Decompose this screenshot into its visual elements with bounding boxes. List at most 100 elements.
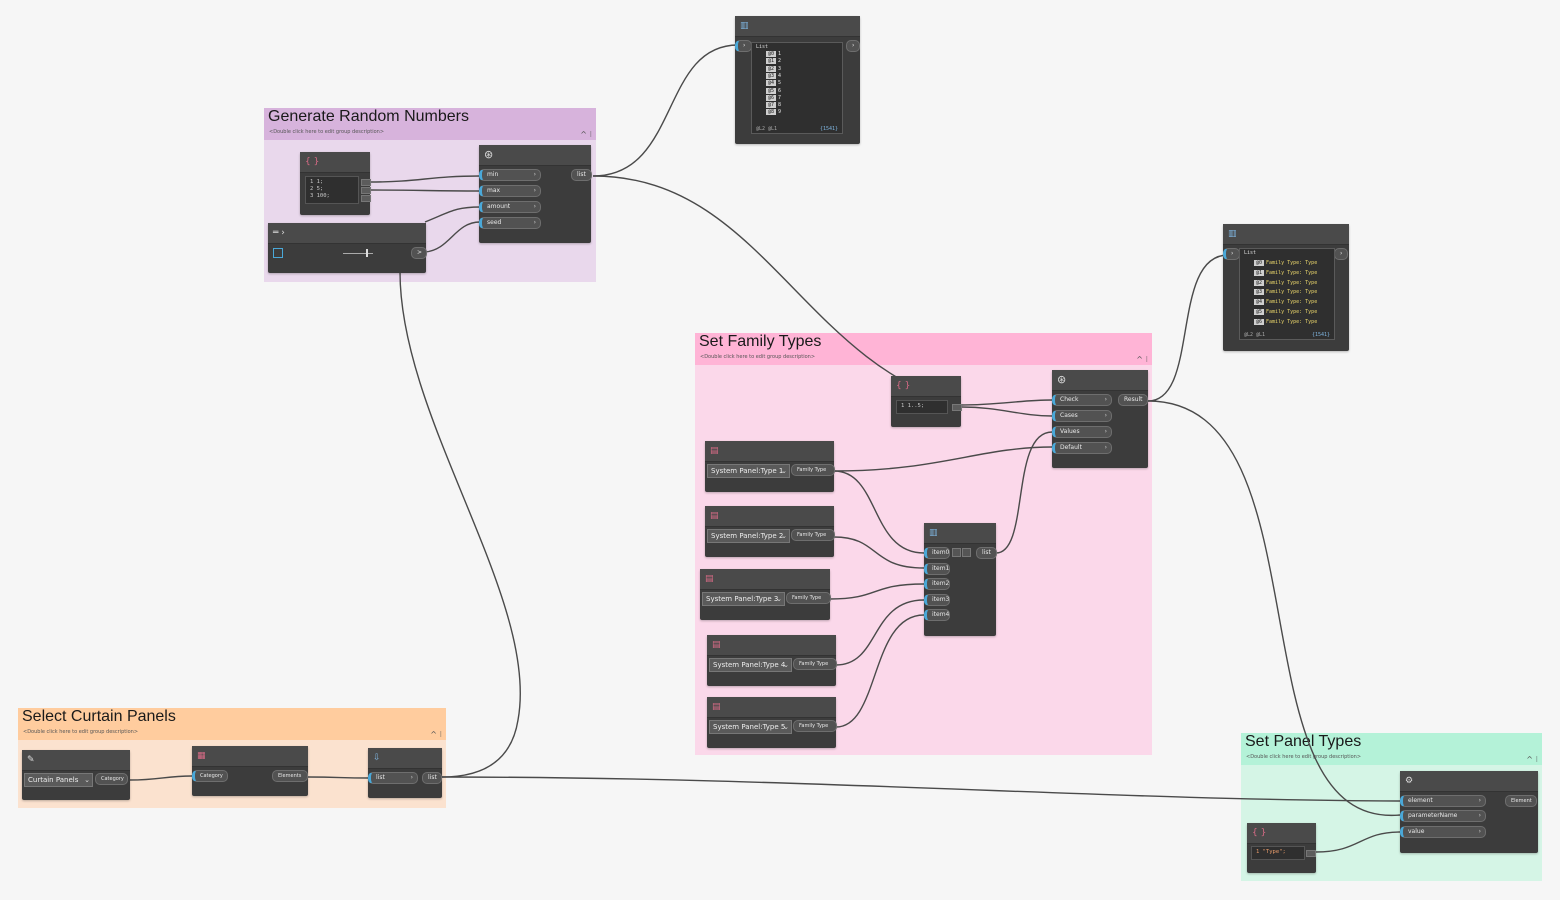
output-port-elements[interactable]: Elements <box>272 770 308 782</box>
all-elements-node[interactable]: ▦ Category Elements <box>192 746 308 796</box>
input-port[interactable]: › <box>735 40 752 52</box>
input-port-list[interactable]: list› <box>368 772 418 784</box>
group-title[interactable]: Set Panel Types <box>1245 733 1362 750</box>
set-parameter-node[interactable]: ⚙ element› parameterName› value› Element <box>1400 771 1538 853</box>
input-port-min[interactable]: min› <box>479 169 541 181</box>
output-port[interactable]: Family Type <box>793 658 837 670</box>
input-port-check[interactable]: Check› <box>1052 394 1112 406</box>
code-editor[interactable]: 1 "Type"; <box>1251 846 1305 860</box>
group-description[interactable]: <Double click here to edit group descrip… <box>700 354 816 360</box>
integer-slider-node[interactable]: ═ › > <box>268 223 427 273</box>
switch-node[interactable]: ⊛ Check› Cases› Values› Default› Result <box>1052 370 1148 468</box>
collapse-icon[interactable]: ^ ⁝ <box>580 130 592 139</box>
input-port-seed[interactable]: seed› <box>479 217 541 229</box>
input-port-item2[interactable]: item2 <box>924 578 950 590</box>
output-port[interactable]: Family Type <box>793 720 837 732</box>
group-description[interactable]: <Double click here to edit group descrip… <box>269 129 385 135</box>
family-type-node-1[interactable]: ▤ System Panel:Type 1⌄ Family Type <box>705 441 835 492</box>
family-type-node-4[interactable]: ▤ System Panel:Type 4⌄ Family Type <box>707 635 837 686</box>
code-block-node[interactable]: { } 1 1; 2 5; 3 100; <box>300 152 371 215</box>
code-block-node[interactable]: { } 1 "Type"; <box>1247 823 1316 873</box>
collapse-icon[interactable]: ^ ⁝ <box>1526 755 1538 764</box>
node-header[interactable]: ▥ <box>924 523 996 544</box>
input-port-value[interactable]: value› <box>1400 826 1486 838</box>
family-type-node-2[interactable]: ▤ System Panel:Type 2⌄ Family Type <box>705 506 835 557</box>
collapse-icon[interactable]: ^ ⁝ <box>430 730 442 739</box>
slider-thumb[interactable] <box>366 249 368 257</box>
input-port-parametername[interactable]: parameterName› <box>1400 810 1486 822</box>
input-port-item0[interactable]: item0 <box>924 547 950 559</box>
input-port-category[interactable]: Category <box>192 770 228 782</box>
output-port[interactable] <box>361 187 371 194</box>
family-type-dropdown[interactable]: System Panel:Type 4⌄ <box>709 658 792 672</box>
code-block-node[interactable]: { } 1 1..5; <box>891 376 962 427</box>
output-port[interactable]: Family Type <box>791 529 835 541</box>
group-title[interactable]: Set Family Types <box>699 333 822 350</box>
node-header[interactable]: { } <box>300 152 370 173</box>
family-type-dropdown[interactable]: System Panel:Type 2⌄ <box>707 529 790 543</box>
input-port-max[interactable]: max› <box>479 185 541 197</box>
output-port[interactable]: › <box>846 40 860 52</box>
group-title[interactable]: Select Curtain Panels <box>22 708 176 725</box>
node-header[interactable]: ═ › <box>268 223 426 244</box>
input-port-item1[interactable]: item1 <box>924 563 950 575</box>
output-port-list[interactable]: list <box>571 169 592 181</box>
node-header[interactable]: ▥ <box>1223 224 1349 245</box>
output-port-list[interactable]: list <box>976 547 997 559</box>
slider-track[interactable] <box>343 253 373 254</box>
input-port-default[interactable]: Default› <box>1052 442 1112 454</box>
output-port[interactable] <box>952 404 962 411</box>
output-port[interactable]: Family Type <box>791 464 835 476</box>
output-port[interactable] <box>1306 850 1316 857</box>
input-port-amount[interactable]: amount› <box>479 201 541 213</box>
category-dropdown[interactable]: Curtain Panels⌄ <box>24 773 93 787</box>
family-type-node-3[interactable]: ▤ System Panel:Type 3⌄ Family Type <box>700 569 831 620</box>
node-header[interactable]: ▤ <box>700 569 830 590</box>
node-header[interactable]: ▥ <box>735 16 860 37</box>
input-port-item4[interactable]: item4 <box>924 609 950 621</box>
input-port-values[interactable]: Values› <box>1052 426 1112 438</box>
output-port[interactable]: Category <box>95 773 128 785</box>
node-header[interactable]: ▤ <box>707 697 836 718</box>
output-port[interactable]: › <box>1334 248 1348 260</box>
node-header[interactable]: ⚙ <box>1400 771 1538 792</box>
slider-expand-icon[interactable] <box>273 248 283 258</box>
node-header[interactable]: ⊛ <box>1052 370 1148 391</box>
node-header[interactable]: { } <box>1247 823 1316 844</box>
node-header[interactable]: ▤ <box>707 635 836 656</box>
family-type-node-5[interactable]: ▤ System Panel:Type 5⌄ Family Type <box>707 697 837 748</box>
flatten-node[interactable]: ⇩ list› list <box>368 748 442 798</box>
group-description[interactable]: <Double click here to edit group descrip… <box>1246 754 1362 760</box>
group-description[interactable]: <Double click here to edit group descrip… <box>23 729 139 735</box>
node-header[interactable]: ▦ <box>192 746 308 767</box>
input-port-item3[interactable]: item3 <box>924 594 950 606</box>
code-editor[interactable]: 1 1..5; <box>896 400 948 414</box>
output-port[interactable]: Family Type <box>786 592 831 604</box>
node-header[interactable]: { } <box>891 376 961 397</box>
node-header[interactable]: ✎ <box>22 750 130 771</box>
input-port[interactable]: › <box>1223 248 1240 260</box>
output-port-element[interactable]: Element <box>1505 795 1537 807</box>
family-type-dropdown[interactable]: System Panel:Type 1⌄ <box>707 464 790 478</box>
collapse-icon[interactable]: ^ ⁝ <box>1136 355 1148 364</box>
family-type-dropdown[interactable]: System Panel:Type 5⌄ <box>709 720 792 734</box>
output-port[interactable] <box>361 195 371 202</box>
output-port-result[interactable]: Result <box>1118 394 1148 406</box>
list-create-node[interactable]: ▥ item0 item1 item2 item3 item4 list <box>924 523 997 636</box>
slider-output-port[interactable]: > <box>411 247 427 259</box>
node-header[interactable]: ▤ <box>705 441 834 462</box>
family-type-dropdown[interactable]: System Panel:Type 3⌄ <box>702 592 785 606</box>
categories-node[interactable]: ✎ Curtain Panels⌄ Category <box>22 750 130 800</box>
output-port[interactable] <box>361 179 371 186</box>
group-title[interactable]: Generate Random Numbers <box>268 108 469 125</box>
random-list-node[interactable]: ⊛ min› max› amount› seed› list <box>479 145 592 243</box>
node-header[interactable]: ▤ <box>705 506 834 527</box>
remove-input-button[interactable] <box>962 548 971 557</box>
add-input-button[interactable] <box>952 548 961 557</box>
input-port-element[interactable]: element› <box>1400 795 1486 807</box>
node-header[interactable]: ⊛ <box>479 145 591 166</box>
